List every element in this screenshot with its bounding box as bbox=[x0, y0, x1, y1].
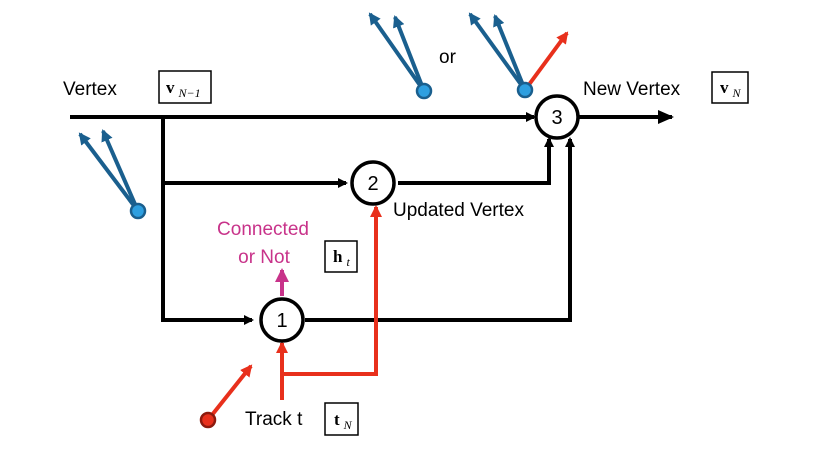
symbol-box-t-n: t N bbox=[324, 402, 359, 436]
vertex-glyph-top-b bbox=[468, 12, 569, 99]
symbol-box-v-prev: v N−1 bbox=[158, 70, 212, 104]
v-prev-sub: N−1 bbox=[178, 86, 201, 100]
updated-vertex-label: Updated Vertex bbox=[393, 200, 524, 221]
track-point-icon bbox=[199, 411, 217, 429]
vertex-point-icon bbox=[516, 81, 534, 99]
h-t-sub: t bbox=[346, 255, 350, 269]
node-2: 2 bbox=[350, 160, 396, 206]
node-1: 1 bbox=[259, 297, 305, 343]
track-label: Track t bbox=[245, 409, 303, 430]
h-t-base: h bbox=[333, 247, 343, 266]
svg-text:v N−1: v N−1 bbox=[166, 78, 201, 100]
or-label: or bbox=[439, 47, 457, 68]
symbol-box-h-t: h t bbox=[324, 240, 358, 273]
vertex-glyph-top-a bbox=[368, 12, 433, 100]
vertex-glyph-left bbox=[78, 129, 147, 220]
v-new-base: v bbox=[720, 78, 729, 97]
vertex-point-icon bbox=[129, 202, 147, 220]
svg-text:v N: v N bbox=[720, 78, 742, 100]
track-lines bbox=[276, 205, 382, 400]
node-3: 3 bbox=[534, 94, 580, 140]
track-to-node2 bbox=[282, 205, 382, 376]
flow-lines bbox=[70, 110, 674, 325]
connected-label: Connected bbox=[217, 219, 309, 240]
node-2-label: 2 bbox=[367, 173, 378, 195]
svg-text:t N: t N bbox=[334, 410, 353, 432]
svg-text:h t: h t bbox=[333, 247, 350, 269]
node-1-label: 1 bbox=[276, 310, 287, 332]
or-not-label: or Not bbox=[238, 247, 290, 268]
symbol-box-v-new: v N bbox=[711, 71, 749, 104]
v-new-sub: N bbox=[732, 86, 742, 100]
vertex-label: Vertex bbox=[63, 79, 117, 100]
new-vertex-label: New Vertex bbox=[583, 79, 681, 100]
node-3-label: 3 bbox=[551, 107, 562, 129]
t-n-base: t bbox=[334, 410, 340, 429]
vertex-point-icon bbox=[415, 82, 433, 100]
t-n-sub: N bbox=[343, 418, 353, 432]
track-glyph bbox=[199, 364, 253, 429]
v-prev-base: v bbox=[166, 78, 175, 97]
node1-to-node3 bbox=[305, 137, 575, 322]
node2-to-node3 bbox=[398, 137, 554, 185]
